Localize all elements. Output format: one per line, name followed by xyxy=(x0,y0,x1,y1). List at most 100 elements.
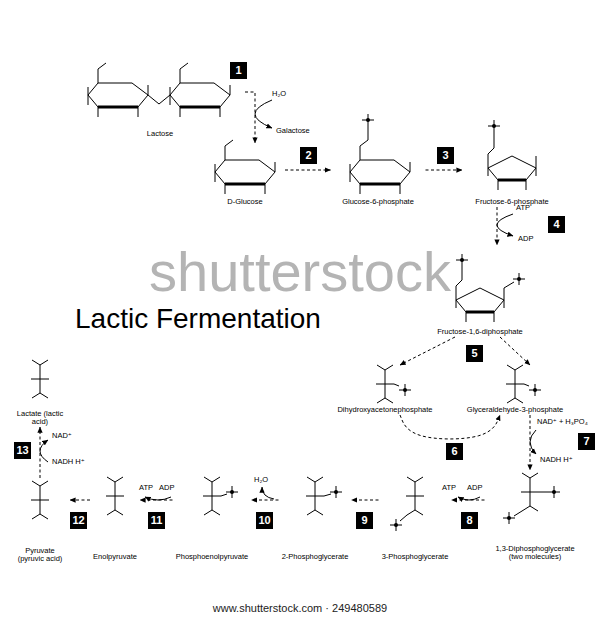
molecule: Fructose-1,6-diphosphate xyxy=(425,245,535,337)
glucose-6-phosphate-structure xyxy=(350,140,410,194)
molecule: Fructose-6-phosphate xyxy=(462,92,562,207)
fructose-1-6-diphosphate-structure xyxy=(456,254,525,322)
phosphoenolpyruvate-structure xyxy=(203,477,238,515)
step-number: 8 xyxy=(466,515,472,526)
molecule: Enolpyruvate xyxy=(90,470,140,562)
label-anchor: ATP xyxy=(442,483,456,492)
molecule-name: Lactate (lactic acid) xyxy=(16,410,64,427)
reaction-arrow xyxy=(245,92,255,143)
g3p-structure xyxy=(506,365,541,403)
dhap-structure xyxy=(394,384,399,386)
side-label: ADP xyxy=(159,483,174,492)
molecule-name: 2-Phosphoglycerate xyxy=(282,553,349,562)
molecule-name: D-Glucose xyxy=(227,198,262,207)
title-anchor: Lactic Fermentation xyxy=(75,303,321,335)
dhap-structure xyxy=(376,365,394,403)
label-anchor: NADH H⁺ xyxy=(540,455,573,464)
step-number: 3 xyxy=(442,150,448,161)
3-phosphoglycerate-structure xyxy=(390,477,424,531)
step-number-box: 8 xyxy=(461,512,478,529)
molecule-name: Fructose-1,6-diphosphate xyxy=(437,328,522,337)
side-label: NAD⁺ xyxy=(52,431,72,440)
diphosphoglycerate-structure xyxy=(503,473,560,524)
pyruvate-structure xyxy=(31,481,49,519)
step-number: 11 xyxy=(151,515,163,526)
side-label: ADP xyxy=(518,234,533,243)
step-number-box: 6 xyxy=(446,443,463,460)
step-number: 2 xyxy=(305,150,311,161)
molecule: Phosphoenolpyruvate xyxy=(173,470,252,562)
molecule-name: Dihydroxyacetonephosphate xyxy=(337,406,432,415)
side-reaction-arrow xyxy=(497,214,513,236)
glucose-6-phosphate-structure xyxy=(368,126,369,140)
step-number: 13 xyxy=(16,445,28,456)
step-number-box: 1 xyxy=(230,62,247,79)
side-label: H₂O xyxy=(254,475,268,484)
phosphoenolpyruvate-structure xyxy=(226,486,238,498)
step-number: 6 xyxy=(451,446,457,457)
2-phosphoglycerate-structure xyxy=(324,494,331,496)
side-label: ATP xyxy=(442,483,456,492)
molecule: 2-Phosphoglycerate xyxy=(279,470,352,562)
reaction-arrow xyxy=(530,415,531,470)
label-anchor: H₂O xyxy=(272,89,286,98)
molecule-name: 3-Phosphoglycerate xyxy=(382,553,449,562)
label-anchor: www.shutterstock.com · 249480589 xyxy=(0,602,600,615)
pyruvate-structure xyxy=(31,481,49,519)
fructose-1-6-diphosphate-structure xyxy=(504,282,514,288)
g3p-structure xyxy=(506,365,524,403)
phosphoenolpyruvate-structure xyxy=(203,477,221,515)
phosphoenolpyruvate-structure xyxy=(221,494,227,496)
step-number-box: 10 xyxy=(256,512,273,529)
molecule: Lactose xyxy=(75,55,245,139)
fructose-1-6-diphosphate-structure xyxy=(513,273,525,285)
watermark: shutterstock xyxy=(0,244,600,300)
3-phosphoglycerate-structure xyxy=(406,477,424,515)
glucose-structure xyxy=(215,140,275,194)
step-number-box: 2 xyxy=(300,147,317,164)
molecule: Dihydroxyacetonephosphate xyxy=(334,365,436,415)
label-anchor: NAD⁺ xyxy=(52,431,72,440)
label-anchor: ADP xyxy=(467,483,482,492)
step-number-box: 3 xyxy=(437,147,454,164)
enolpyruvate-structure xyxy=(106,477,124,515)
glucose-6-phosphate-structure xyxy=(362,114,374,126)
step-number: 9 xyxy=(361,515,367,526)
step-number-box: 5 xyxy=(466,345,483,362)
dhap-structure xyxy=(376,365,411,403)
side-label: H₂O xyxy=(272,89,286,98)
label-anchor: NAD⁺ + H₃PO₄ xyxy=(537,417,588,426)
step-number-box: 13 xyxy=(14,442,31,459)
3-phosphoglycerate-structure xyxy=(400,515,407,521)
reaction-arrow xyxy=(452,500,485,501)
reaction-arrow xyxy=(400,415,500,439)
reaction-arrow xyxy=(70,500,90,501)
side-reaction-arrow xyxy=(40,440,48,462)
step-number: 10 xyxy=(258,515,270,526)
2-phosphoglycerate-structure xyxy=(306,477,324,515)
dhap-structure xyxy=(399,384,411,396)
molecule: Lactate (lactic acid) xyxy=(13,355,67,427)
reaction-arrow xyxy=(352,500,379,501)
step-number: 4 xyxy=(553,219,559,230)
step-number-box: 9 xyxy=(356,512,373,529)
fructose-6-phosphate-structure xyxy=(494,132,495,148)
reaction-arrow xyxy=(500,337,530,365)
step-number: 12 xyxy=(72,515,84,526)
molecule: Glucose-6-phosphate xyxy=(331,100,426,207)
lactose-structure xyxy=(88,63,230,117)
diphosphoglycerate-structure xyxy=(521,473,539,511)
step-number-box: 7 xyxy=(578,433,595,450)
enolpyruvate-structure xyxy=(106,477,124,515)
side-label: Galactose xyxy=(276,126,310,135)
g3p-structure xyxy=(529,384,541,396)
lactate-structure xyxy=(31,360,49,398)
label-anchor: Galactose xyxy=(276,126,310,135)
step-number: 7 xyxy=(583,436,589,447)
side-label: NAD⁺ + H₃PO₄ xyxy=(537,417,588,426)
fructose-1-6-diphosphate-structure xyxy=(456,280,504,322)
label-anchor: ATP xyxy=(139,483,153,492)
side-label: ADP xyxy=(467,483,482,492)
diagram-title: Lactic Fermentation xyxy=(75,303,321,335)
